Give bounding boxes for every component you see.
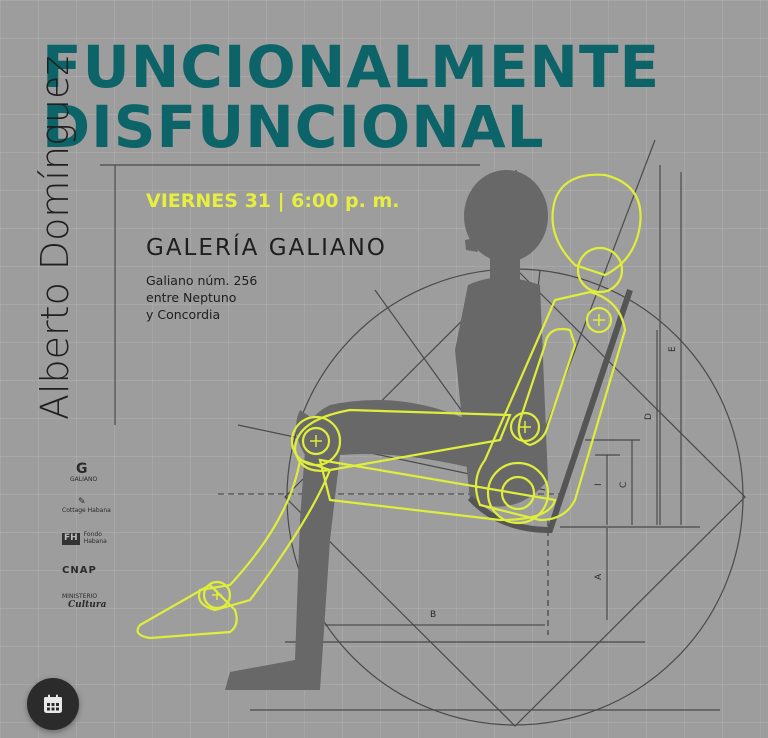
dimension-label-d: D [644,413,654,420]
dimension-label-b: B [430,610,436,620]
logo-galiano: G GALIANO [70,461,98,484]
dark-silhouette [225,170,548,690]
dimension-label-a: A [594,573,604,580]
logo-ministerio-cultura: MINISTERIO Cultura [62,593,107,610]
dimension-label-i: I [594,483,604,486]
address-line-2: entre Neptuno [146,290,237,305]
logo-fondo-habana: FH Fondo Habana [62,531,107,545]
yellow-mannequin-outline [136,173,642,640]
address-line-3: y Concordia [146,307,221,322]
title-line-2: DISFUNCIONAL [42,93,545,161]
dimension-label-c: C [619,482,629,488]
artist-name: Alberto Domínguez [33,55,77,420]
calendar-icon [44,694,62,713]
seat-outline [467,289,633,534]
title-line-1: FUNCIONALMENTE [42,33,661,101]
address-line-1: Galiano núm. 256 [146,273,258,288]
event-date-time: VIERNES 31 | 6:00 p. m. [146,190,400,212]
event-venue: GALERÍA GALIANO [146,235,387,261]
calendar-button[interactable] [27,678,79,730]
logo-cnap: CNAP [62,565,97,576]
logo-cottage-habana: ✎ Cottage Habana [62,497,111,514]
dimension-label-e: E [668,346,678,352]
